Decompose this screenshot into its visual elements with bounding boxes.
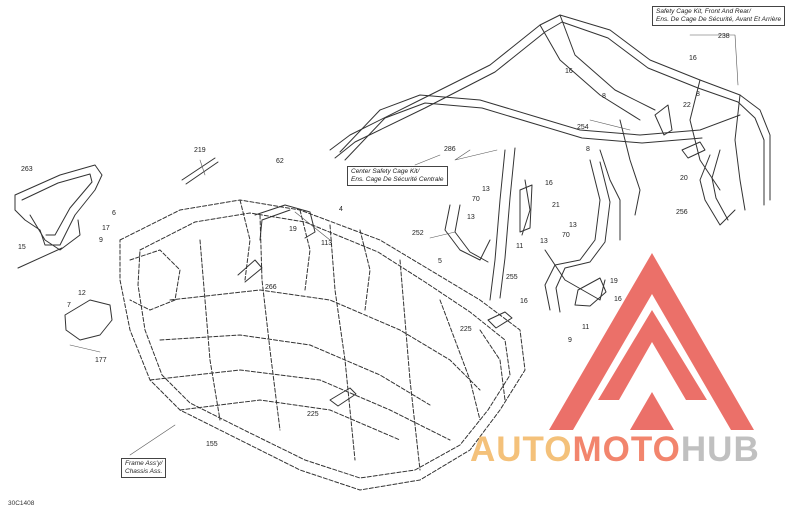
callout-8: 8 — [586, 146, 590, 153]
callout-219: 219 — [194, 147, 206, 154]
bracket-20-drawing — [681, 141, 706, 159]
callout-6: 6 — [112, 210, 116, 217]
frame-assembly-drawing — [119, 199, 526, 491]
callout-13: 13 — [540, 238, 548, 245]
safety-cage-kit-box: Safety Cage Kit, Front And Rear/ Ens. De… — [652, 6, 786, 26]
callout-11: 11 — [516, 243, 524, 250]
watermark-logo-mark — [549, 253, 754, 430]
callout-255: 255 — [506, 274, 518, 281]
callout-16: 16 — [565, 68, 573, 75]
callout-11: 11 — [582, 324, 590, 331]
bumper-drawing — [14, 164, 103, 251]
plate-225-drawing — [487, 311, 513, 329]
callout-16: 16 — [614, 296, 622, 303]
gusset-drawing — [574, 277, 607, 307]
watermark-hub: HUB — [680, 430, 760, 469]
callout-62: 62 — [276, 158, 284, 165]
callout-70: 70 — [562, 232, 570, 239]
callout-8: 8 — [602, 93, 606, 100]
clamp-drawing — [254, 204, 316, 241]
callout-238: 238 — [718, 33, 730, 40]
callout-22: 22 — [683, 102, 691, 109]
callout-16: 16 — [520, 298, 528, 305]
callout-17: 17 — [102, 225, 110, 232]
reference-code: 30C1408 — [8, 500, 35, 507]
watermark-auto: AUTO — [470, 430, 573, 469]
safety-cage-drawing — [329, 14, 771, 313]
frame-assembly-box: Frame Ass'y/ Chassis Ass. — [121, 458, 167, 478]
callout-225: 225 — [307, 411, 319, 418]
bracket-22-drawing — [654, 104, 673, 136]
callout-16: 16 — [545, 180, 553, 187]
callout-7: 7 — [67, 302, 71, 309]
callout-9: 9 — [99, 237, 103, 244]
leader-lines — [69, 34, 739, 456]
plate-225b-drawing — [329, 387, 357, 407]
callout-15: 15 — [18, 244, 26, 251]
callout-286: 286 — [444, 146, 456, 153]
callout-263: 263 — [21, 166, 33, 173]
callout-155: 155 — [206, 441, 218, 448]
callout-252: 252 — [412, 230, 424, 237]
callout-13: 13 — [482, 186, 490, 193]
callout-13: 13 — [569, 222, 577, 229]
watermark-moto: MOTO — [572, 430, 681, 469]
callout-70: 70 — [472, 196, 480, 203]
callout-113: 113 — [321, 240, 333, 247]
callout-5: 5 — [438, 258, 442, 265]
watermark-text: AUTOMOTOHUB — [470, 432, 760, 467]
callout-256: 256 — [676, 209, 688, 216]
callout-8: 8 — [696, 91, 700, 98]
callout-9: 9 — [568, 337, 572, 344]
callout-12: 12 — [78, 290, 86, 297]
callout-19: 19 — [610, 278, 618, 285]
strap-drawing — [181, 157, 219, 185]
callout-13: 13 — [467, 214, 475, 221]
bracket-21-drawing — [519, 184, 533, 233]
callout-19: 19 — [289, 226, 297, 233]
callout-20: 20 — [680, 175, 688, 182]
callout-177: 177 — [95, 357, 107, 364]
mount-bracket-drawing — [64, 299, 113, 341]
callout-21: 21 — [552, 202, 560, 209]
callout-4: 4 — [339, 206, 343, 213]
center-cage-kit-box: Center Safety Cage Kit/ Ens. Cage De Séc… — [347, 166, 448, 186]
callout-266: 266 — [265, 284, 277, 291]
callout-225: 225 — [460, 326, 472, 333]
callout-16: 16 — [689, 55, 697, 62]
bracket-266-drawing — [237, 259, 263, 283]
callout-254: 254 — [577, 124, 589, 131]
rod-drawing — [17, 247, 63, 269]
